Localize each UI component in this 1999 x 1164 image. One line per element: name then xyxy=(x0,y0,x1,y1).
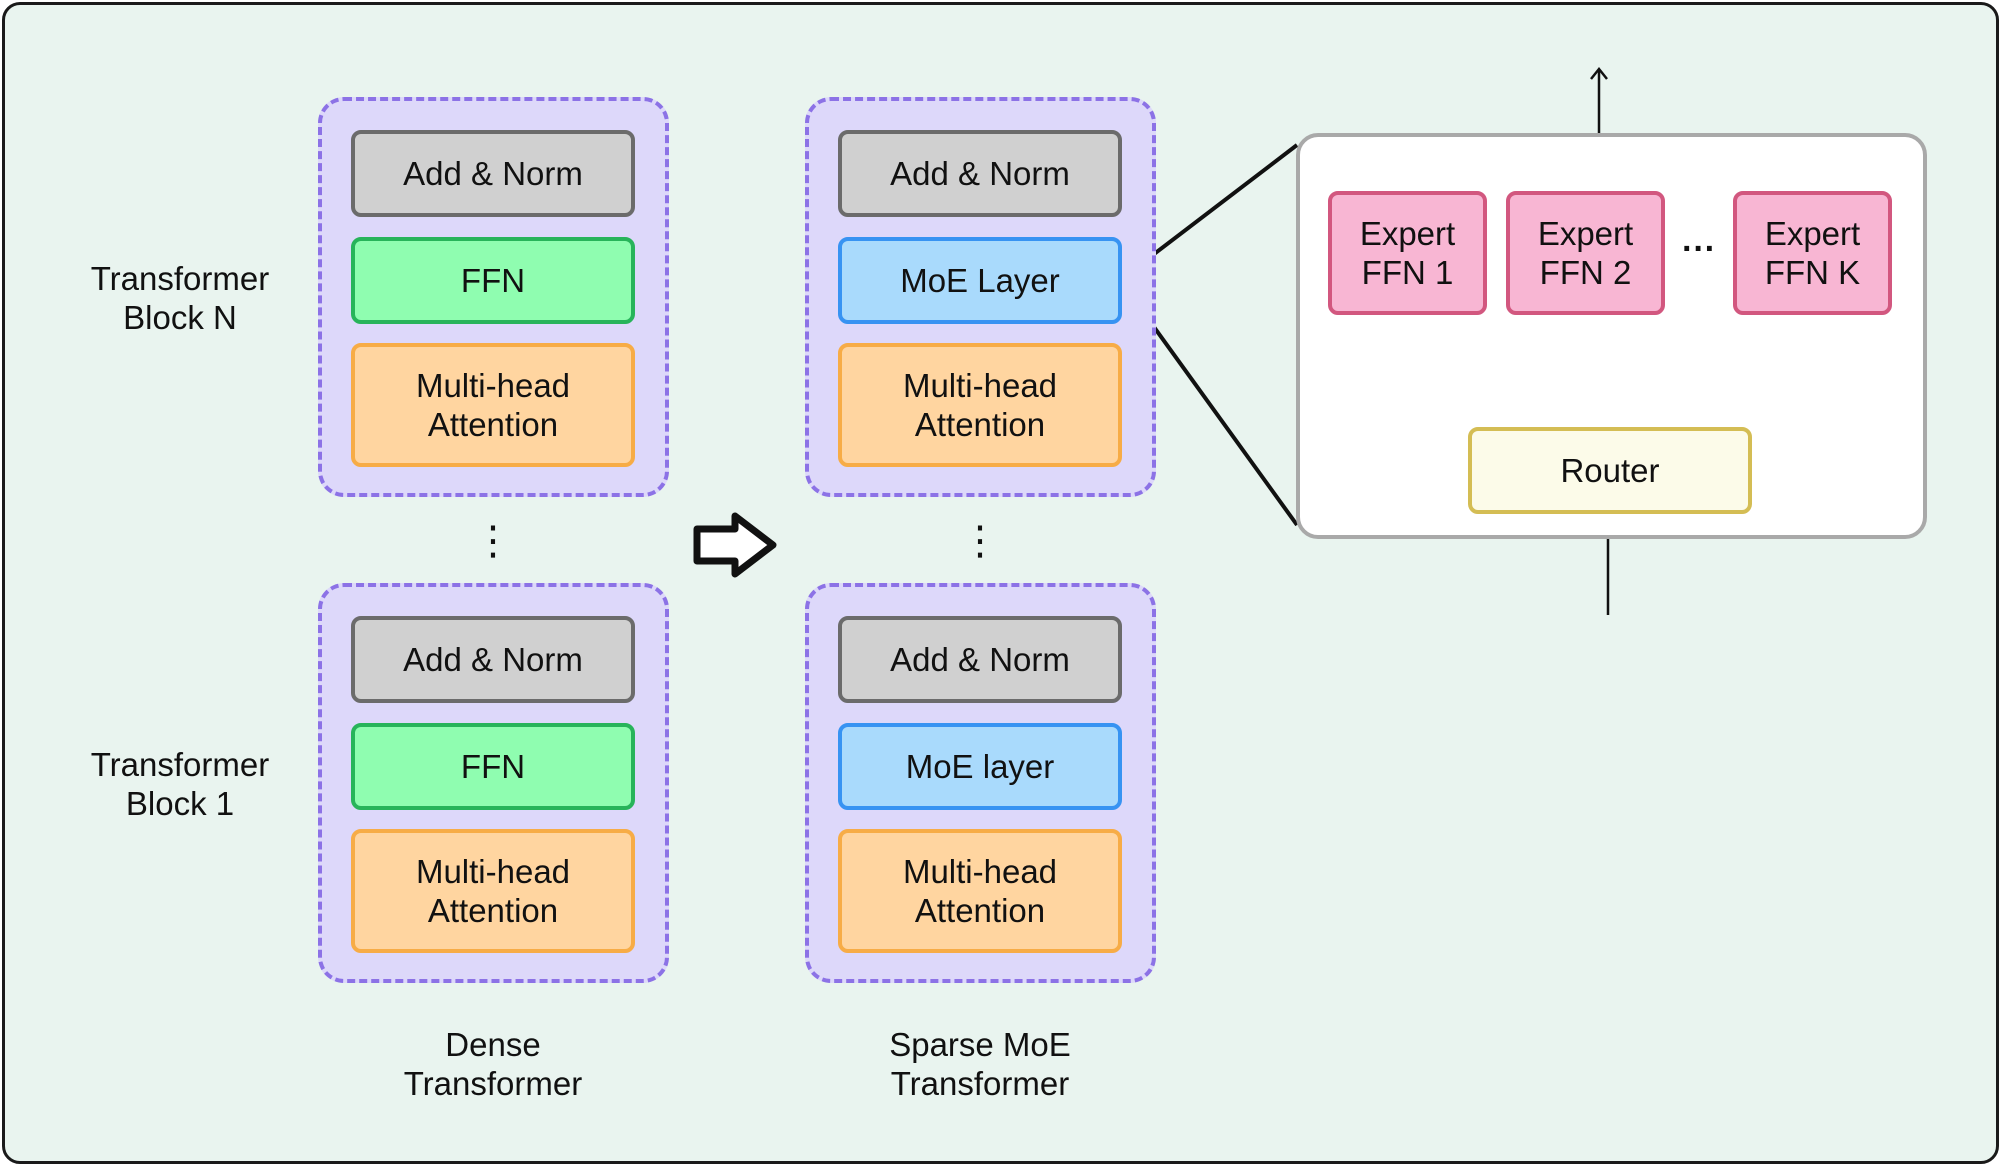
expert-ffn-k: Expert FFN K xyxy=(1733,191,1892,315)
dense-block-1-add-norm: Add & Norm xyxy=(351,616,635,703)
expert-ffn-1: Expert FFN 1 xyxy=(1328,191,1487,315)
sparse-block-n-add-norm: Add & Norm xyxy=(838,130,1122,217)
expert-ffn-2: Expert FFN 2 xyxy=(1506,191,1665,315)
dense-block-1-ffn: FFN xyxy=(351,723,635,810)
dense-block-n-attention: Multi-head Attention xyxy=(351,343,635,467)
output-arrowhead xyxy=(1590,66,1608,80)
right-arrow-outline-icon xyxy=(693,512,777,578)
router-box: Router xyxy=(1468,427,1752,514)
expert-ellipsis: ··· xyxy=(1682,230,1716,268)
dense-caption: Dense Transformer xyxy=(403,1026,583,1102)
dense-block-n-ffn: FFN xyxy=(351,237,635,324)
row-label-block-1: Transformer Block 1 xyxy=(90,746,270,822)
row-label-block-n: Transformer Block N xyxy=(90,260,270,336)
sparse-block-n-moe-layer: MoE Layer xyxy=(838,237,1122,324)
sparse-ellipsis: ⋮ xyxy=(960,519,1000,563)
sparse-block-n-attention: Multi-head Attention xyxy=(838,343,1122,467)
dense-block-1-attention: Multi-head Attention xyxy=(351,829,635,953)
dense-ellipsis: ⋮ xyxy=(473,519,513,563)
sparse-block-1-moe-layer: MoE layer xyxy=(838,723,1122,810)
sparse-block-1-attention: Multi-head Attention xyxy=(838,829,1122,953)
sparse-block-1-add-norm: Add & Norm xyxy=(838,616,1122,703)
sparse-caption: Sparse MoE Transformer xyxy=(889,1026,1071,1102)
dense-block-n-add-norm: Add & Norm xyxy=(351,130,635,217)
